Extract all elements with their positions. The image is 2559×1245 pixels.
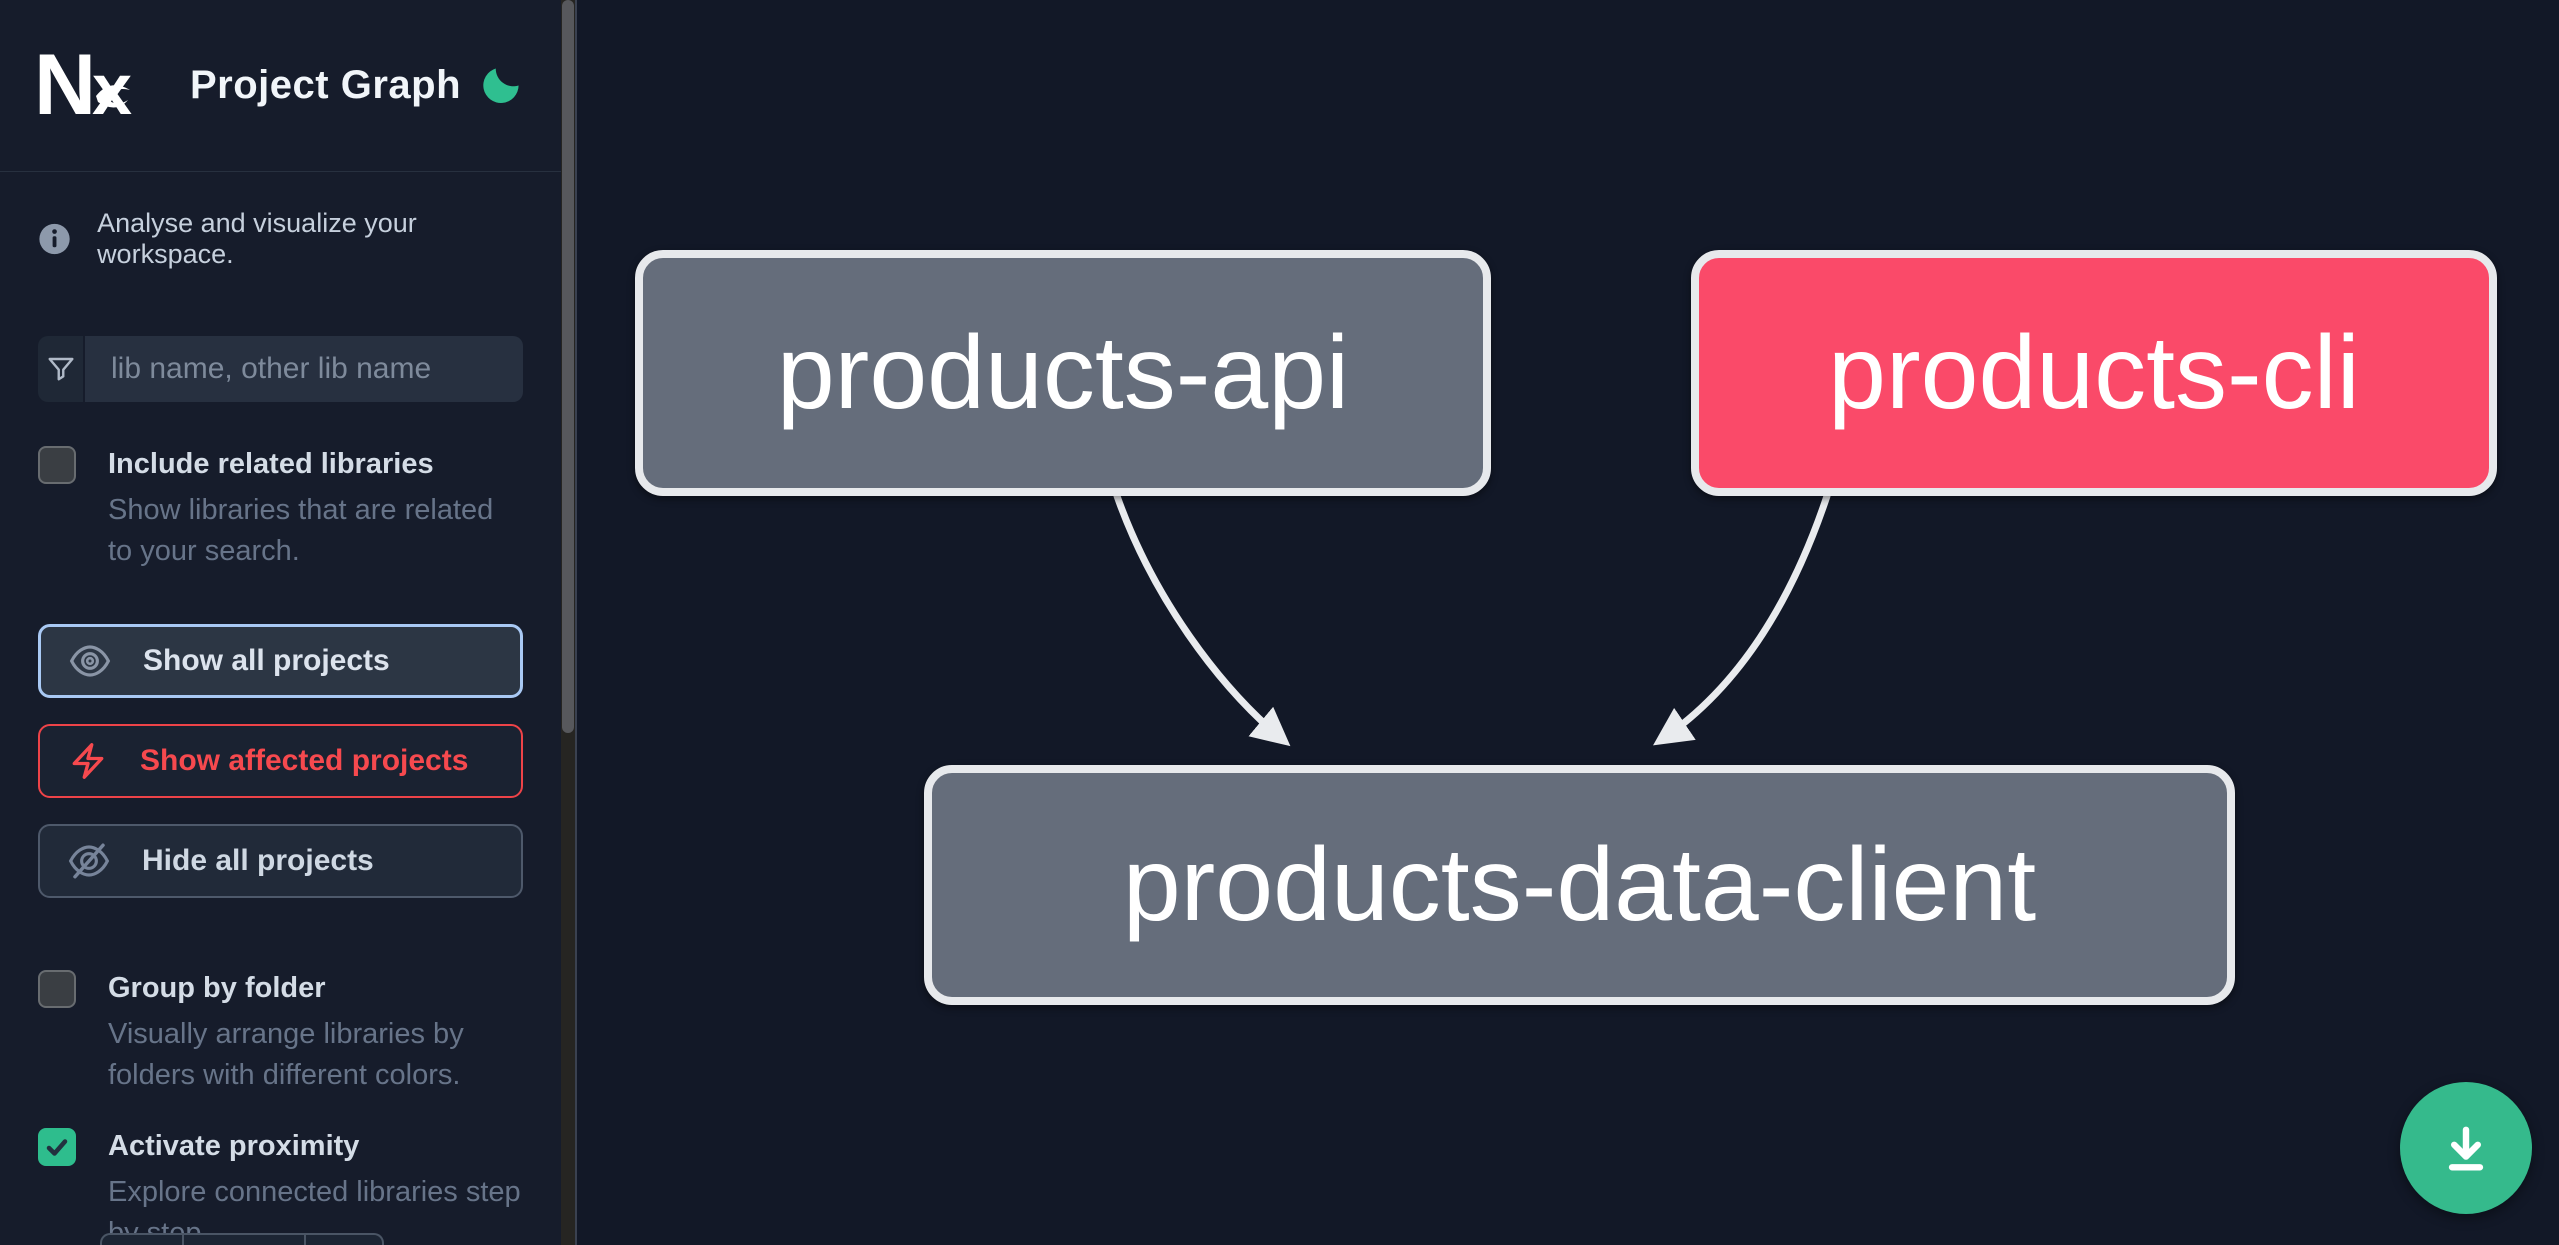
hide-all-projects-label: Hide all projects [142,844,374,877]
sidebar: N x Project Graph Analyse and visualize … [0,0,561,1245]
proximity-depth-stepper [100,1233,384,1245]
group-by-folder-label: Group by folder [108,972,326,1004]
option-group-by-folder: Group by folder Visually arrange librari… [38,968,523,1096]
checkmark-icon [46,1139,68,1156]
eye-off-icon [68,843,110,879]
moon-icon [483,68,519,103]
dependency-edges [1113,492,1831,747]
activate-proximity-label: Activate proximity [108,1130,360,1162]
include-related-label: Include related libraries [108,448,434,480]
option-include-related-libraries: Include related libraries Show libraries… [38,444,523,572]
show-affected-projects-button[interactable]: Show affected projects [38,724,523,798]
show-all-projects-button[interactable]: Show all projects [38,624,523,698]
bolt-icon [72,743,104,779]
funnel-icon [47,357,74,381]
project-actions: Show all projects Show affected projects… [38,624,523,898]
page-title: Project Graph [190,63,462,107]
option-activate-proximity: Activate proximity Explore connected lib… [38,1126,523,1245]
show-affected-projects-label: Show affected projects [140,744,469,777]
sidebar-scrollbar [561,0,575,1245]
include-related-description: Show libraries that are related to your … [108,494,494,567]
group-by-folder-description: Visually arrange libraries by folders wi… [108,1018,464,1091]
node-label: products-cli [1828,314,2360,431]
show-all-projects-label: Show all projects [143,644,390,677]
sidebar-content: Analyse and visualize your workspace. [0,208,561,1245]
node-label: products-api [776,314,1350,431]
nx-logo-icon: N x [36,44,132,128]
node-label: products-data-client [1122,826,2037,943]
activate-proximity-checkbox[interactable] [38,1128,76,1166]
eye-icon [69,645,111,677]
hide-all-projects-button[interactable]: Hide all projects [38,824,523,898]
svg-text:N: N [36,44,91,128]
search-box [38,336,523,402]
search-icon-cell [38,336,85,402]
edge-products-cli-to-products-data-client [1653,492,1831,746]
search-input[interactable] [85,336,523,402]
download-graph-button[interactable] [2400,1082,2532,1214]
proximity-depth-value [182,1233,306,1245]
graph-node-products-data-client[interactable]: products-data-client [924,765,2235,1005]
theme-toggle-button[interactable] [473,60,525,112]
nx-logo-swoosh [96,84,130,108]
graph-node-products-api[interactable]: products-api [635,250,1491,496]
info-icon [39,223,70,255]
download-icon [2448,1126,2484,1171]
edge-products-api-to-products-data-client [1113,492,1291,747]
proximity-decrement-button[interactable] [100,1233,184,1245]
graph-canvas[interactable]: products-api products-cli products-data-… [575,0,2559,1245]
sidebar-header: N x Project Graph [0,0,561,172]
include-related-checkbox[interactable] [38,446,76,484]
graph-node-products-cli[interactable]: products-cli [1691,250,2497,496]
group-by-folder-checkbox[interactable] [38,970,76,1008]
proximity-increment-button[interactable] [304,1233,384,1245]
sidebar-scrollbar-thumb[interactable] [562,0,574,733]
workspace-tagline: Analyse and visualize your workspace. [97,208,417,269]
workspace-info-row: Analyse and visualize your workspace. [38,208,523,270]
